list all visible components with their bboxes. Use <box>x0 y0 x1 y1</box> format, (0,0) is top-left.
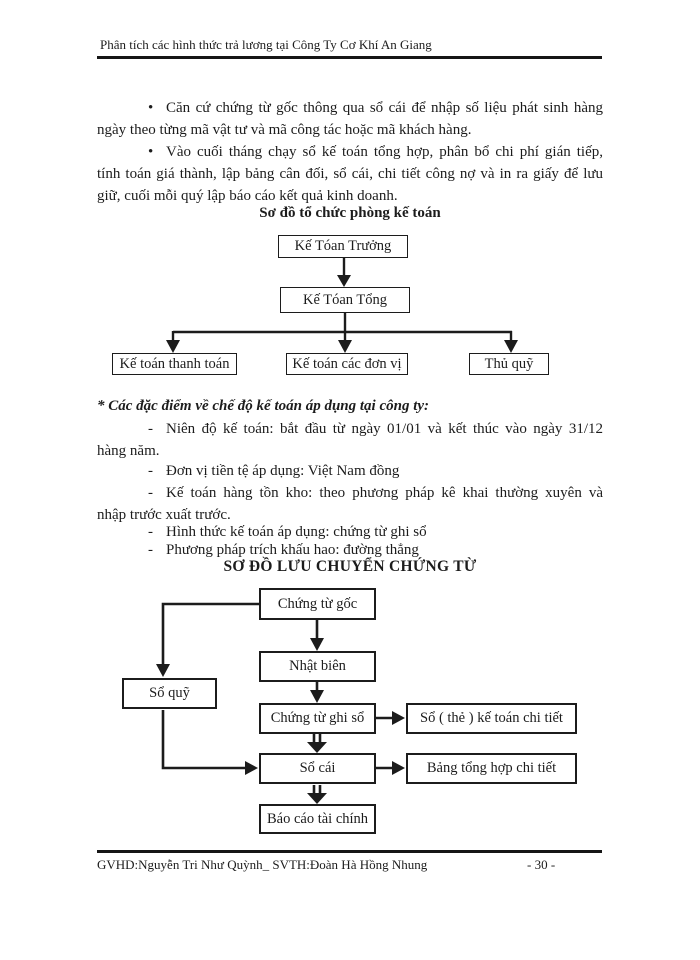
flow-node-detail-summary: Bảng tổng hợp chi tiết <box>406 753 577 784</box>
intro-text: Vào cuối tháng chạy sổ kế toán tổng hợp,… <box>166 144 603 160</box>
org-node-payment-accountant: Kế toán thanh toán <box>112 353 237 375</box>
intro-line: giữ, cuối mỗi quý lập báo cáo kết quả ki… <box>97 186 603 206</box>
org-chart-title: Sơ đồ tổ chức phòng kế toán <box>259 205 441 221</box>
policy-text: Phương pháp trích khấu hao: đường thẳng <box>166 542 419 558</box>
policy-line: -Phương pháp trích khấu hao: đường thẳng <box>97 540 603 560</box>
dash-icon: - <box>148 463 153 479</box>
policy-text: Đơn vị tiền tệ áp dụng: Việt Nam đồng <box>166 463 400 479</box>
dash-icon: - <box>148 421 153 437</box>
policy-text: Niên độ kế toán: bắt đầu từ ngày 01/01 v… <box>166 421 603 437</box>
intro-text: tính toán giá thành, lập bảng cân đối, s… <box>97 166 603 182</box>
bullet-icon: • <box>148 144 154 160</box>
org-node-unit-accountant: Kế toán các đơn vị <box>286 353 408 375</box>
org-node-chief-accountant: Kế Tóan Trưởng <box>278 235 408 258</box>
footer-page-number: - 30 - <box>527 857 556 872</box>
intro-text: ngày theo từng mã vật tư và mã công tác … <box>97 122 472 138</box>
policy-line: hàng năm. <box>97 441 603 461</box>
flow-chart-title: SƠ ĐỒ LƯU CHUYỂN CHỨNG TỪ <box>223 558 477 575</box>
footer-credits: GVHD:Nguyễn Tri Như Quỳnh_ SVTH:Đoàn Hà … <box>97 857 428 872</box>
footer-rule <box>97 850 602 853</box>
policy-line: -Niên độ kế toán: bắt đầu từ ngày 01/01 … <box>97 419 603 439</box>
dash-icon: - <box>148 485 153 501</box>
policy-line: nhập trước xuất trước. <box>97 505 603 525</box>
flow-node-financial-statements: Báo cáo tài chính <box>259 804 376 834</box>
header-rule <box>97 56 602 59</box>
page-header-title: Phân tích các hình thức trả lương tại Cô… <box>100 37 432 52</box>
flow-node-recording-voucher: Chứng từ ghi sổ <box>259 703 376 734</box>
intro-text: giữ, cuối mỗi quý lập báo cáo kết quả ki… <box>97 188 398 204</box>
intro-line: • Vào cuối tháng chạy sổ kế toán tổng hợp… <box>97 142 603 162</box>
intro-line: ngày theo từng mã vật tư và mã công tác … <box>97 120 603 140</box>
policy-line: -Đơn vị tiền tệ áp dụng: Việt Nam đồng <box>97 461 603 481</box>
flow-node-source-document: Chứng từ gốc <box>259 588 376 620</box>
dash-icon: - <box>148 524 153 540</box>
policy-line: -Hình thức kế toán áp dụng: chứng từ ghi… <box>97 522 603 542</box>
policy-line: -Kế toán hàng tồn kho: theo phương pháp … <box>97 483 603 503</box>
org-node-general-accountant: Kế Tóan Tổng <box>280 287 410 313</box>
flow-node-subsidiary-ledger: Sổ ( thẻ ) kế toán chi tiết <box>406 703 577 734</box>
flow-node-cash-book: Sổ quỹ <box>122 678 217 709</box>
intro-line: • Căn cứ chứng từ gốc thông qua sổ cái để… <box>97 98 603 118</box>
dash-icon: - <box>148 542 153 558</box>
policy-text: Kế toán hàng tồn kho: theo phương pháp k… <box>166 485 603 501</box>
policy-text: hàng năm. <box>97 443 160 459</box>
flow-node-general-ledger: Sổ cái <box>259 753 376 784</box>
policies-heading: * Các đặc điểm về chế độ kế toán áp dụng… <box>97 398 430 414</box>
policy-text: nhập trước xuất trước. <box>97 507 231 523</box>
bullet-icon: • <box>148 100 154 116</box>
intro-line: tính toán giá thành, lập bảng cân đối, s… <box>97 164 603 184</box>
org-node-treasurer: Thủ quỹ <box>469 353 549 375</box>
intro-text: Căn cứ chứng từ gốc thông qua sổ cái để … <box>166 100 603 116</box>
policy-text: Hình thức kế toán áp dụng: chứng từ ghi … <box>166 524 427 540</box>
flow-node-journal: Nhật biên <box>259 651 376 682</box>
